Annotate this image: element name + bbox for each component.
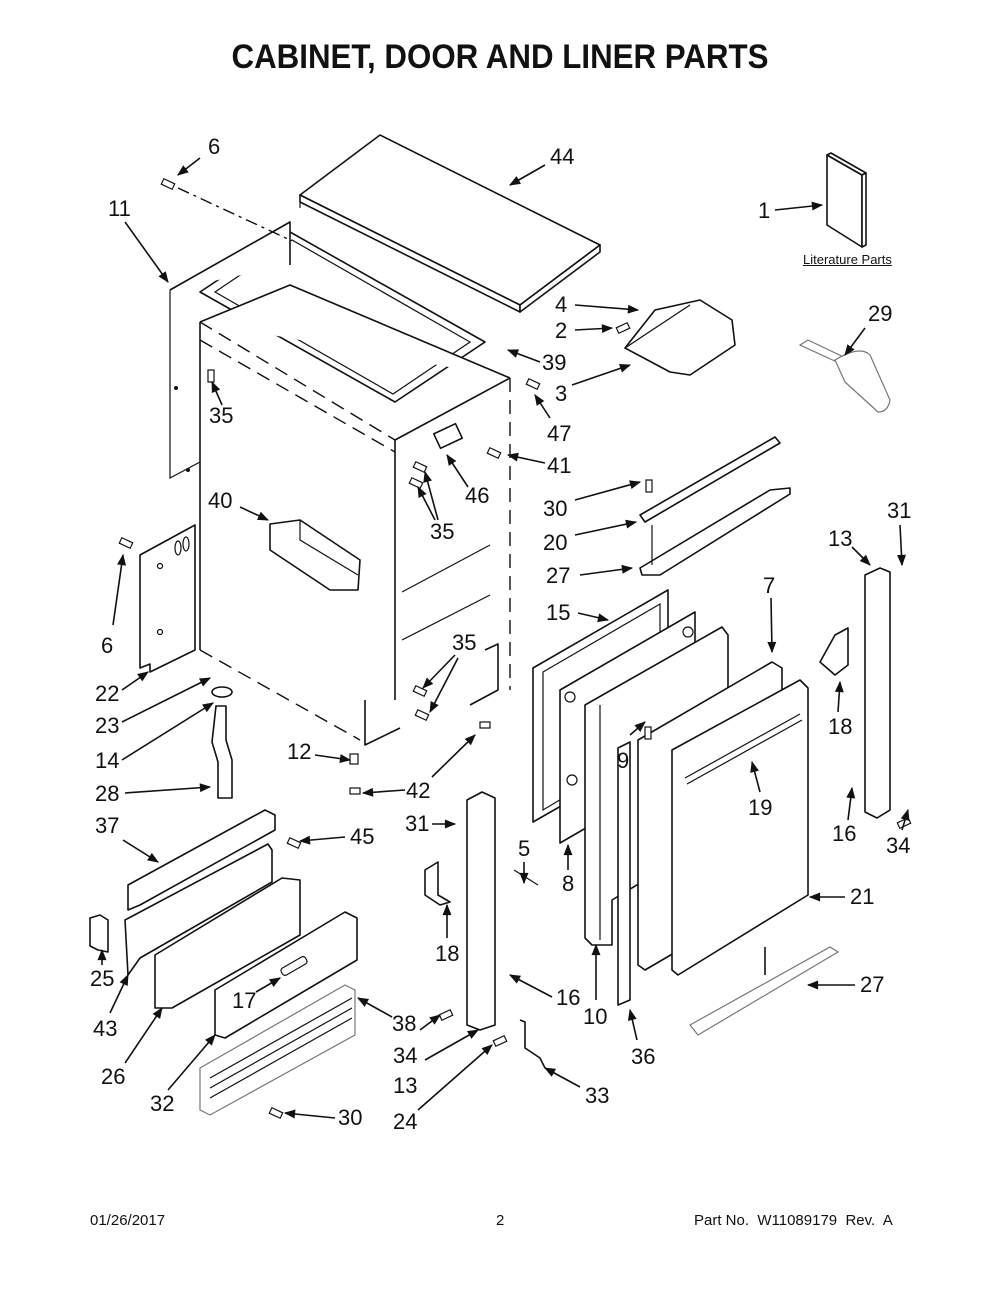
callout-3: 3 [555, 381, 568, 406]
hinge-bracket-part [819, 627, 849, 676]
leader-lines [97, 157, 910, 1119]
top-cover-part [299, 134, 601, 313]
callout-8: 8 [562, 871, 575, 896]
callout-30: 30 [543, 496, 568, 521]
callout-41: 41 [547, 453, 572, 478]
callout-27: 27 [546, 563, 571, 588]
callout-10: 10 [583, 1004, 608, 1029]
callout-26: 26 [101, 1064, 126, 1089]
callout-9: 9 [617, 748, 630, 773]
callout-44: 44 [550, 144, 575, 169]
cabinet-body-part [199, 284, 511, 746]
small-bracket-part [89, 914, 109, 953]
callout-22: 22 [95, 681, 120, 706]
callout-42: 42 [406, 778, 431, 803]
callout-40: 40 [208, 488, 233, 513]
door-strip-part [617, 741, 631, 1006]
callout-38: 38 [392, 1011, 417, 1036]
callout-21: 21 [850, 884, 875, 909]
callout-43: 43 [93, 1016, 118, 1041]
callout-13: 13 [828, 526, 853, 551]
top-rail-part [639, 436, 791, 576]
lower-bracket-part [519, 1019, 546, 1069]
callout-30: 30 [338, 1105, 363, 1130]
spring-part [513, 869, 539, 886]
callout-13: 13 [393, 1073, 418, 1098]
ice-scoop-part [798, 339, 891, 413]
callout-1: 1 [758, 198, 771, 223]
callout-35: 35 [430, 519, 455, 544]
callout-39: 39 [542, 350, 567, 375]
callout-34: 34 [886, 833, 911, 858]
literature-parts-label: Literature Parts [803, 252, 892, 267]
footer-date: 01/26/2017 [90, 1212, 166, 1229]
screws [118, 177, 912, 1120]
tray-part [269, 519, 361, 591]
callout-7: 7 [763, 573, 776, 598]
callout-6: 6 [208, 134, 221, 159]
callout-19: 19 [748, 795, 773, 820]
callout-14: 14 [95, 748, 120, 773]
callout-17: 17 [232, 988, 257, 1013]
callout-27: 27 [860, 972, 885, 997]
callout-23: 23 [95, 713, 120, 738]
callout-31: 31 [405, 811, 430, 836]
hinge-channel-part [466, 567, 891, 1031]
footer-part-number: Part No. W11089179 Rev. A [694, 1212, 893, 1229]
hinge-bracket-part [424, 861, 451, 906]
callout-20: 20 [543, 530, 568, 555]
callout-2: 2 [555, 318, 568, 343]
callout-31: 31 [887, 498, 912, 523]
callout-11: 11 [108, 196, 131, 221]
callout-37: 37 [95, 813, 120, 838]
drain-hose-part [211, 686, 233, 799]
side-panel-part [139, 524, 196, 673]
callout-12: 12 [287, 739, 312, 764]
callout-35: 35 [452, 630, 477, 655]
vent-grille-part [199, 984, 356, 1116]
callout-28: 28 [95, 781, 120, 806]
callout-36: 36 [631, 1044, 656, 1069]
bottom-trim-part [689, 946, 840, 1036]
callout-35: 35 [209, 403, 234, 428]
callout-18: 18 [435, 941, 460, 966]
callout-24: 24 [393, 1109, 418, 1134]
callout-16: 16 [556, 985, 581, 1010]
bracket-part [432, 422, 464, 450]
footer-page-number: 2 [496, 1212, 505, 1229]
page-title: CABINET, DOOR AND LINER PARTS [231, 38, 769, 76]
callout-34: 34 [393, 1043, 418, 1068]
callout-16: 16 [832, 821, 857, 846]
literature-booklet [826, 152, 867, 248]
scoop-holder-part [624, 299, 736, 376]
callout-29: 29 [868, 301, 893, 326]
callout-25: 25 [90, 966, 115, 991]
callout-15: 15 [546, 600, 571, 625]
callout-18: 18 [828, 714, 853, 739]
callout-33: 33 [585, 1083, 610, 1108]
callout-4: 4 [555, 292, 568, 317]
door-front-part [671, 679, 809, 976]
callout-5: 5 [518, 836, 531, 861]
rear-panel-part [169, 221, 291, 479]
kickplate-bracket-part [127, 809, 276, 911]
callout-32: 32 [150, 1091, 175, 1116]
callout-46: 46 [465, 483, 490, 508]
callout-6: 6 [101, 633, 114, 658]
callout-47: 47 [547, 421, 572, 446]
callout-45: 45 [350, 824, 375, 849]
